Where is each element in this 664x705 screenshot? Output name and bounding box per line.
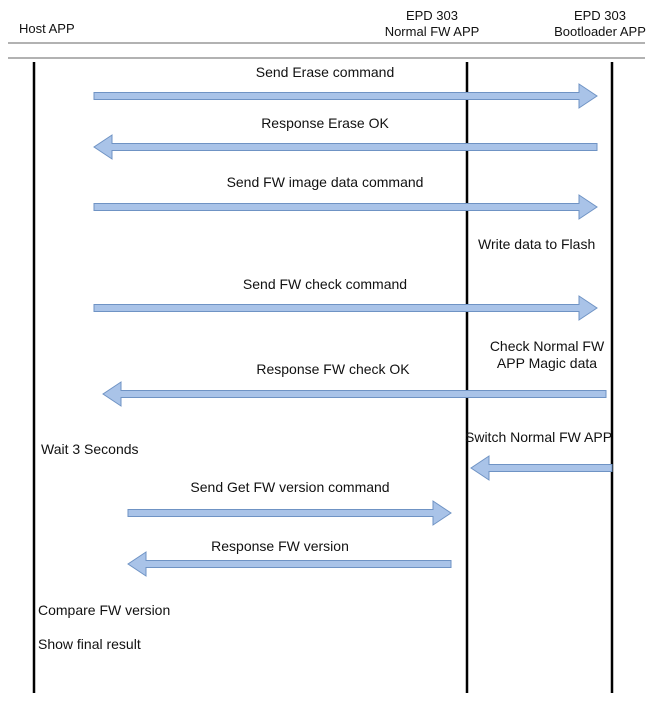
response-version-arrow — [127, 551, 452, 577]
send-erase-label: Send Erase command — [255, 64, 395, 80]
normal-fw-app-label-line1: EPD 303 — [405, 8, 459, 23]
send-erase-arrow — [93, 83, 598, 109]
switch-normal-app-note: Switch Normal FW APP — [465, 429, 613, 445]
wait-seconds-note: Wait 3 Seconds — [41, 441, 139, 457]
send-fw-check-label: Send FW check command — [242, 276, 408, 292]
bootloader-app-label-line2: Bootloader APP — [554, 24, 646, 39]
check-magic-note: Check Normal FW APP Magic data — [477, 338, 617, 372]
normal-fw-app-label-line2: Normal FW APP — [384, 24, 480, 39]
response-fw-check-label: Response FW check OK — [256, 361, 410, 377]
compare-version-note: Compare FW version — [38, 602, 171, 618]
switch-normal-app-arrow — [470, 455, 613, 481]
write-flash-note: Write data to Flash — [478, 236, 596, 252]
show-result-note: Show final result — [38, 636, 141, 652]
check-magic-note-line1: Check Normal FW — [489, 338, 605, 354]
check-magic-note-line2: APP Magic data — [496, 355, 598, 371]
response-version-label: Response FW version — [211, 538, 349, 554]
response-erase-label: Response Erase OK — [261, 115, 389, 131]
send-get-version-arrow — [127, 500, 452, 526]
send-fw-image-label: Send FW image data command — [226, 174, 424, 190]
bootloader-app-label: EPD 303 Bootloader APP — [542, 8, 658, 40]
response-erase-arrow — [93, 134, 598, 160]
send-fw-check-arrow — [93, 295, 598, 321]
send-get-version-label: Send Get FW version command — [190, 479, 390, 495]
message-arrows — [93, 83, 613, 577]
bootloader-app-label-line1: EPD 303 — [573, 8, 627, 23]
normal-fw-app-label: EPD 303 Normal FW APP — [372, 8, 492, 40]
response-fw-check-arrow — [102, 381, 607, 407]
host-app-label: Host APP — [19, 21, 75, 36]
send-fw-image-arrow — [93, 194, 598, 220]
